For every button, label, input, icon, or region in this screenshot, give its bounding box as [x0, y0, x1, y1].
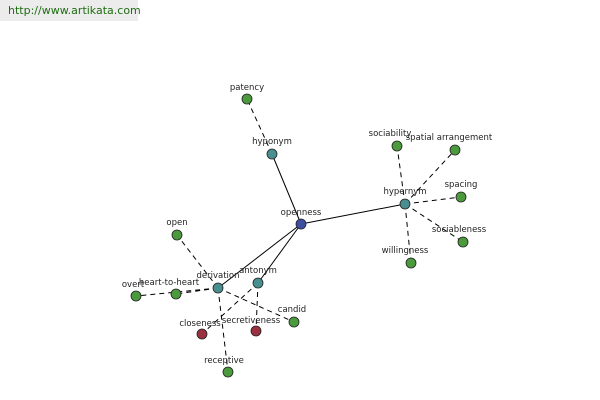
node-closeness[interactable]: [196, 328, 208, 340]
node-label-open[interactable]: open: [166, 218, 187, 228]
node-label-hypernym[interactable]: hypernym: [383, 187, 426, 197]
node-label-spacing[interactable]: spacing: [445, 180, 478, 190]
node-antonym[interactable]: [252, 277, 264, 289]
node-candid[interactable]: [288, 316, 300, 328]
node-label-antonym[interactable]: antonym: [239, 266, 277, 276]
edge-openness-hypernym: [300, 203, 406, 225]
node-spatial-arrangement[interactable]: [449, 144, 461, 156]
node-openness[interactable]: [295, 218, 307, 230]
node-label-spatial-arrangement[interactable]: spatial arrangement: [406, 133, 493, 143]
node-willingness[interactable]: [405, 257, 417, 269]
node-layer: [130, 93, 469, 378]
edge-openness-derivation: [217, 223, 302, 289]
edge-antonym-secretiveness: [255, 282, 259, 332]
edge-hypernym-willingness: [404, 203, 412, 264]
source-url[interactable]: http://www.artikata.com: [0, 0, 141, 21]
node-derivation[interactable]: [212, 282, 224, 294]
edge-openness-antonym: [257, 223, 302, 284]
node-spacing[interactable]: [455, 191, 467, 203]
edge-openness-hyponym: [271, 153, 302, 225]
node-label-hyponym[interactable]: hyponym: [252, 137, 292, 147]
node-heart-to-heart[interactable]: [170, 288, 182, 300]
node-label-sociableness[interactable]: sociableness: [432, 225, 487, 235]
node-label-overt[interactable]: overt: [122, 280, 145, 290]
edge-hypernym-sociability: [396, 145, 406, 205]
edge-derivation-overt: [135, 287, 219, 297]
node-hypernym[interactable]: [399, 198, 411, 210]
edge-derivation-open: [176, 234, 219, 289]
edge-derivation-candid: [217, 287, 295, 323]
node-label-sociability[interactable]: sociability: [369, 129, 412, 139]
node-sociability[interactable]: [391, 140, 403, 152]
edge-hyponym-patency: [246, 98, 273, 155]
node-label-receptive[interactable]: receptive: [204, 356, 244, 366]
node-overt[interactable]: [130, 290, 142, 302]
edge-hypernym-spatial-arrangement: [404, 149, 456, 205]
node-label-closeness[interactable]: closeness: [179, 319, 221, 329]
edge-antonym-closeness: [201, 282, 259, 335]
node-patency[interactable]: [241, 93, 253, 105]
edge-hypernym-sociableness: [404, 203, 464, 243]
node-receptive[interactable]: [222, 366, 234, 378]
node-open[interactable]: [171, 229, 183, 241]
node-hyponym[interactable]: [266, 148, 278, 160]
edge-layer: [135, 98, 464, 373]
node-label-openness[interactable]: openness: [281, 208, 322, 218]
node-sociableness[interactable]: [457, 236, 469, 248]
node-label-patency[interactable]: patency: [230, 83, 264, 93]
edge-hypernym-spacing: [404, 196, 462, 205]
node-secretiveness[interactable]: [250, 325, 262, 337]
node-label-candid[interactable]: candid: [278, 305, 306, 315]
node-label-secretiveness[interactable]: secretiveness: [222, 316, 281, 326]
node-label-heart-to-heart[interactable]: heart-to-heart: [139, 278, 200, 288]
edge-derivation-heart-to-heart: [175, 287, 219, 295]
node-label-derivation[interactable]: derivation: [196, 271, 239, 281]
node-label-willingness[interactable]: willingness: [382, 246, 429, 256]
